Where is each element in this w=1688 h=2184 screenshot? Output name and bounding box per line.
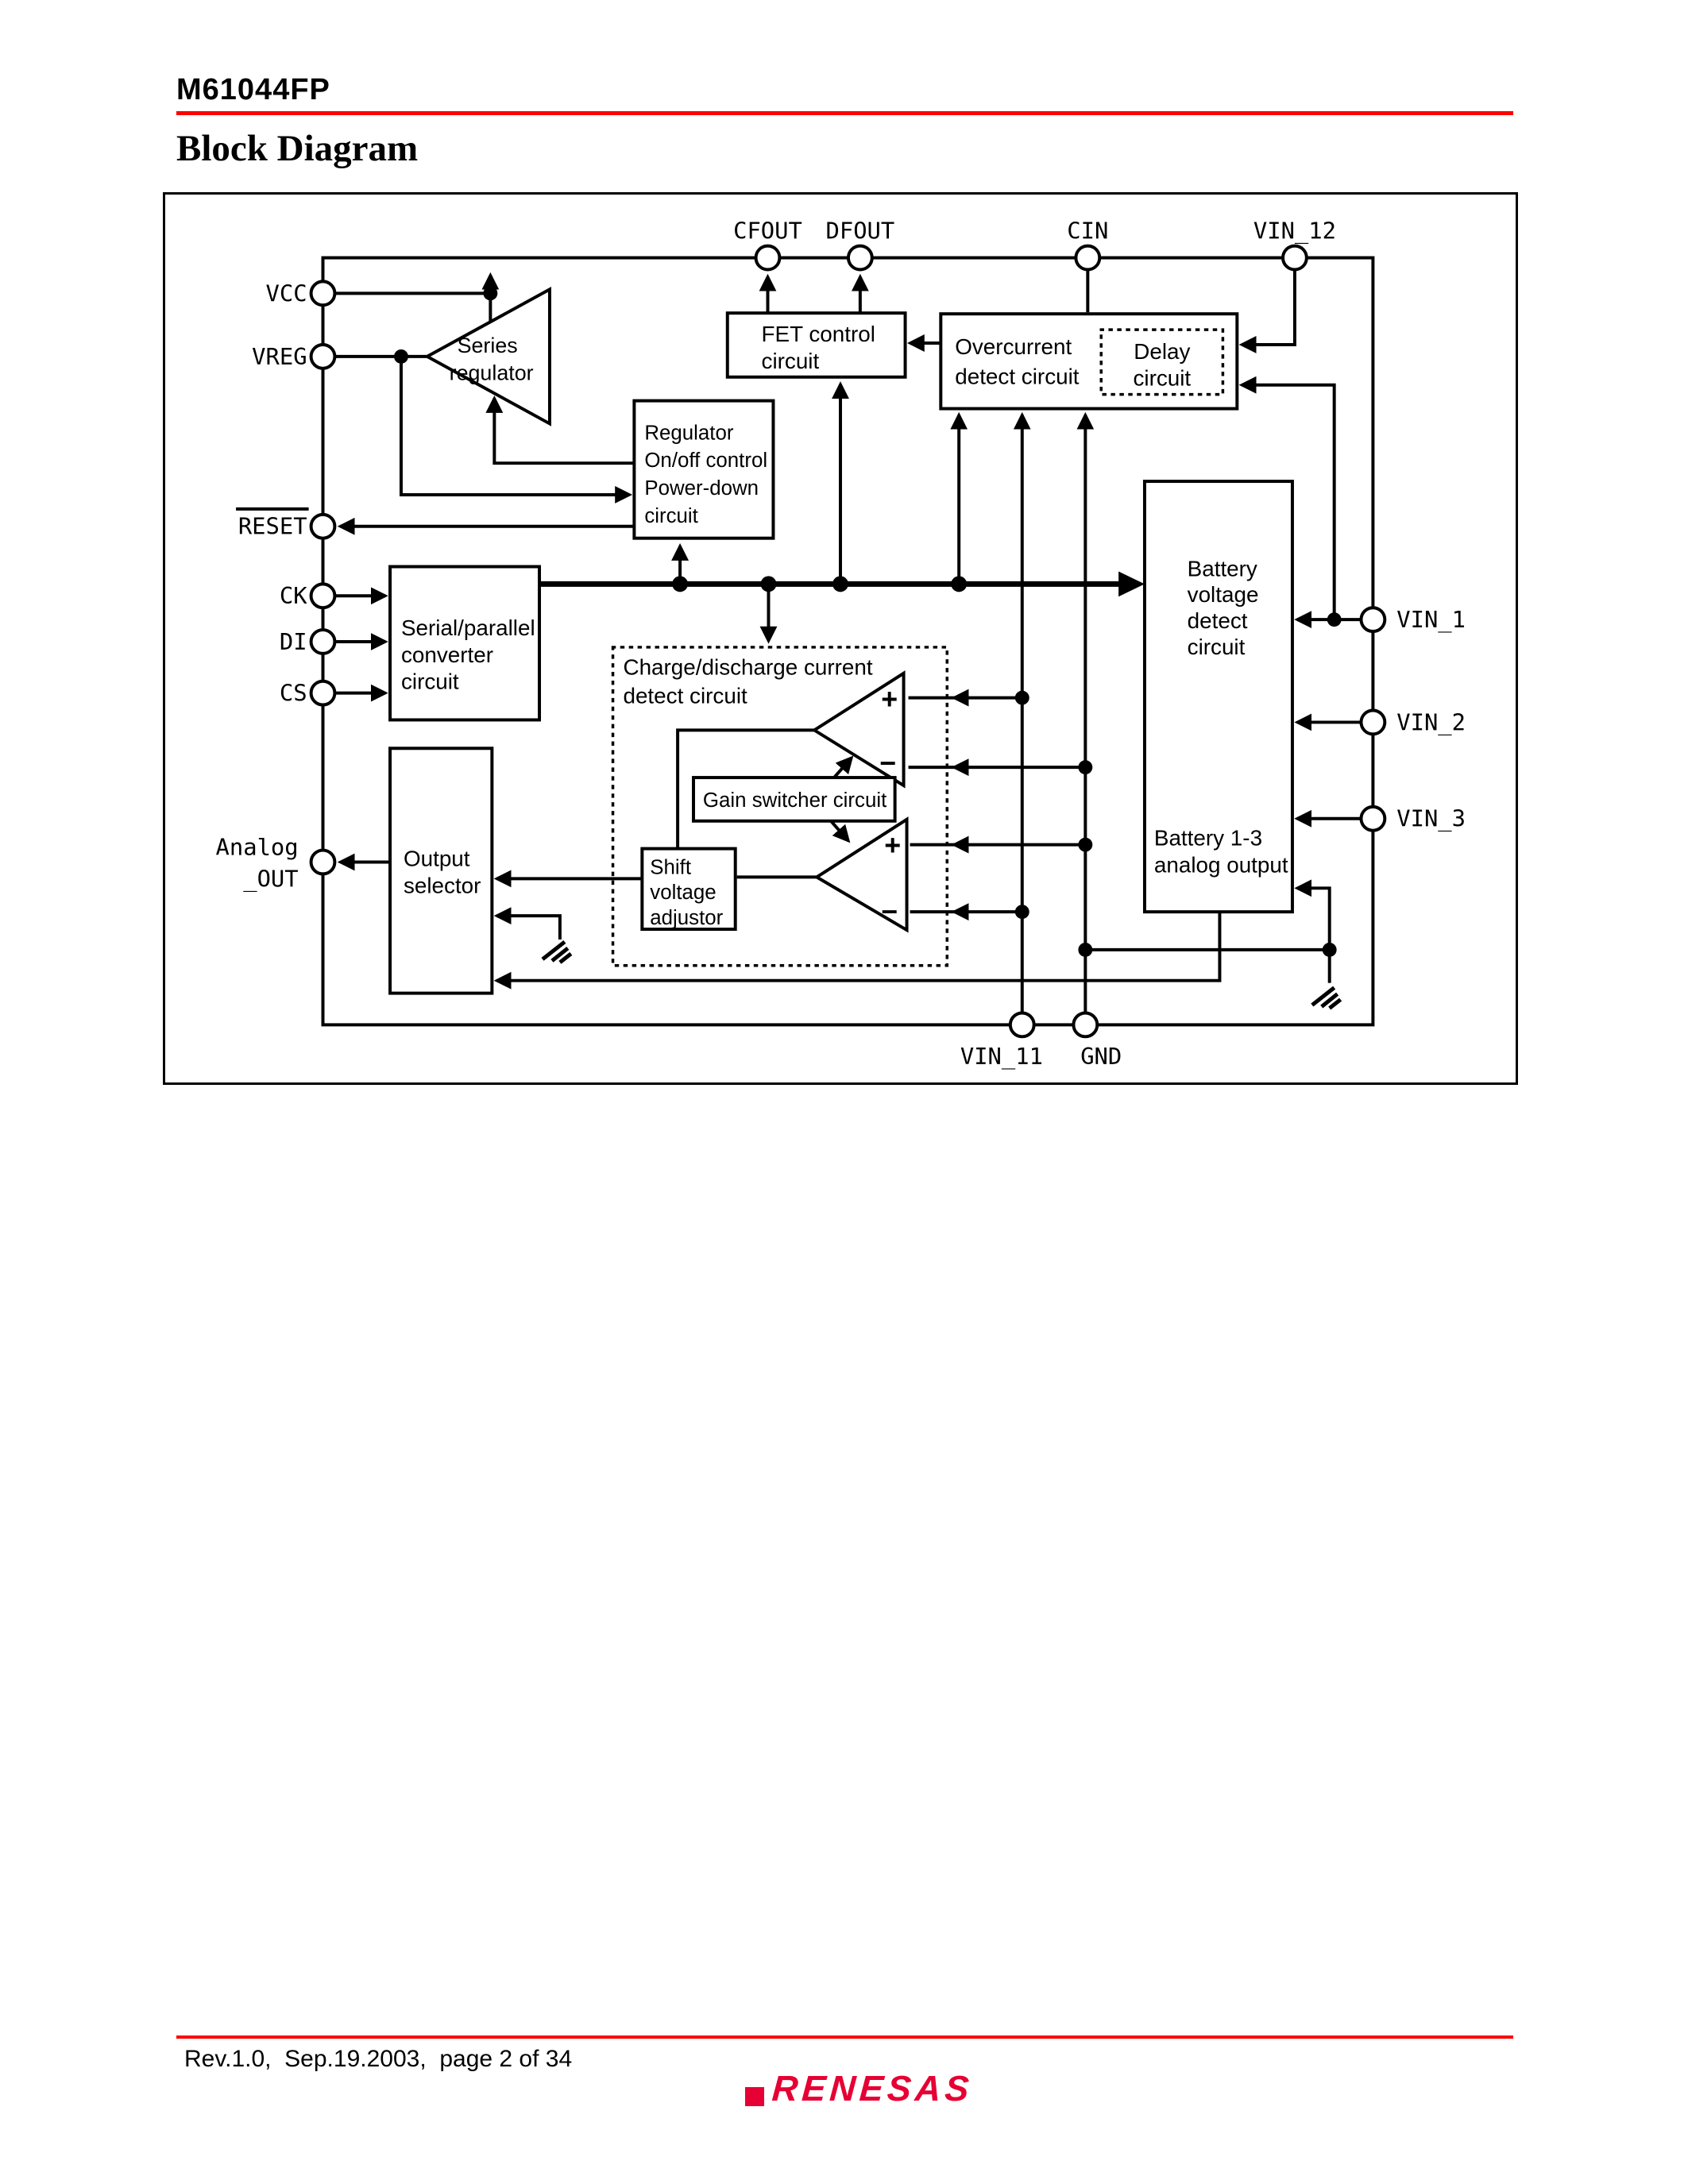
junction-dots xyxy=(394,286,1342,957)
charge-discharge-label: detect circuit xyxy=(623,684,747,708)
regulator-onoff-label: On/off control xyxy=(644,450,767,472)
pin-reset xyxy=(309,512,337,540)
battery-detect-label: voltage xyxy=(1188,582,1259,607)
series-regulator-label: Series xyxy=(458,334,518,357)
regulator-onoff-block xyxy=(632,399,775,540)
pin-di xyxy=(309,628,337,655)
comparator-upper-plus: + xyxy=(881,684,898,716)
delay-block xyxy=(1099,328,1225,396)
pin-vin1 xyxy=(1359,606,1387,634)
pin-gnd xyxy=(1072,1011,1099,1039)
serial-parallel-label: circuit xyxy=(401,669,459,694)
output-selector-block xyxy=(388,747,494,995)
pin-label-vin3: VIN_3 xyxy=(1396,805,1466,833)
battery-detect-label: circuit xyxy=(1188,635,1246,659)
shift-voltage-label: voltage xyxy=(650,882,716,904)
fet-control-label: circuit xyxy=(762,349,820,373)
charge-discharge-block xyxy=(611,646,949,967)
delay-label: circuit xyxy=(1133,366,1191,391)
pin-label-analog-out: _OUT xyxy=(243,865,298,893)
regulator-onoff-label: Regulator xyxy=(644,422,734,444)
battery-detect-block xyxy=(1142,480,1294,914)
fet-control-block xyxy=(725,311,907,379)
pin-label-ck: CK xyxy=(280,582,307,609)
pin-analog-out xyxy=(309,848,337,876)
pin-label-cs: CS xyxy=(280,680,307,707)
pin-vcc xyxy=(309,280,337,307)
pin-labels: CFOUT DFOUT CIN VIN_12 VCC VREG RESET CK… xyxy=(216,218,1466,1071)
pin-label-gnd: GND xyxy=(1080,1043,1122,1070)
pin-vin12 xyxy=(1281,244,1308,272)
serial-parallel-label: Serial/parallel xyxy=(401,615,535,640)
block-diagram-figure: CFOUT DFOUT CIN VIN_12 VCC VREG RESET CK… xyxy=(163,192,1518,1085)
overcurrent-label: Overcurrent xyxy=(955,334,1072,359)
pin-cin xyxy=(1074,244,1102,272)
pin-vin2 xyxy=(1359,708,1387,736)
serial-parallel-label: converter xyxy=(401,642,493,667)
battery-analog-label: Battery 1-3 xyxy=(1154,826,1262,851)
gain-switcher-block xyxy=(692,776,897,823)
overcurrent-label: detect circuit xyxy=(955,365,1080,389)
output-selector-label: selector xyxy=(404,873,481,897)
output-selector-label: Output xyxy=(404,846,470,870)
block-labels: Series regulator Regulator On/off contro… xyxy=(401,322,1288,929)
gain-switcher-label: Gain switcher circuit xyxy=(703,789,886,812)
comparator-lower-minus: − xyxy=(881,896,898,928)
page-title: M61044FP xyxy=(176,73,330,106)
shift-voltage-label: adjustor xyxy=(650,907,723,929)
pin-label-cin: CIN xyxy=(1067,218,1108,245)
pin-cs xyxy=(309,679,337,707)
footer-rule xyxy=(176,2035,1513,2039)
serial-parallel-block xyxy=(388,565,542,722)
pin-label-vcc: VCC xyxy=(266,280,307,307)
ground-symbol xyxy=(1311,986,1342,1010)
pin-vreg xyxy=(309,342,337,370)
pin-label-cfout: CFOUT xyxy=(733,218,802,245)
series-regulator-label: regulator xyxy=(450,361,534,385)
pin-label-di: DI xyxy=(280,628,307,655)
ground-symbol xyxy=(541,940,573,964)
series-regulator-block xyxy=(423,286,551,426)
pin-label-analog: Analog xyxy=(216,834,299,861)
comparator-lower-plus: + xyxy=(884,830,901,862)
pin-label-dfout: DFOUT xyxy=(825,218,894,245)
pin-vin3 xyxy=(1359,805,1387,832)
shift-voltage-label: Shift xyxy=(650,856,691,878)
block-diagram-svg: CFOUT DFOUT CIN VIN_12 VCC VREG RESET CK… xyxy=(216,218,1466,1071)
charge-discharge-label: Charge/discharge current xyxy=(623,655,872,680)
pin-label-vin12: VIN_12 xyxy=(1253,218,1336,245)
comparator-upper xyxy=(811,670,906,789)
footer-revision-text: Rev.1.0, Sep.19.2003, page 2 of 34 xyxy=(184,2046,573,2072)
pin-label-vin1: VIN_1 xyxy=(1396,606,1466,634)
pin-label-vin11: VIN_11 xyxy=(960,1043,1043,1071)
pin-dfout xyxy=(846,244,874,272)
pin-label-reset: RESET xyxy=(238,513,307,540)
regulator-onoff-label: Power-down xyxy=(644,477,759,500)
pin-circles xyxy=(309,244,1387,1039)
pin-label-vin2: VIN_2 xyxy=(1396,708,1466,736)
pin-label-vreg: VREG xyxy=(252,343,307,370)
renesas-logo-mark xyxy=(745,2087,764,2106)
pin-ck xyxy=(309,582,337,610)
battery-detect-label: Battery xyxy=(1188,556,1257,581)
delay-label: Delay xyxy=(1134,339,1190,364)
pin-cfout xyxy=(754,244,782,272)
comparator-lower xyxy=(813,816,909,933)
regulator-onoff-label: circuit xyxy=(644,505,698,527)
pin-vin11 xyxy=(1008,1011,1036,1039)
comparator-upper-minus: − xyxy=(879,747,896,779)
header-rule xyxy=(176,111,1513,115)
section-heading: Block Diagram xyxy=(176,128,419,169)
renesas-logo: RENESAS xyxy=(745,2068,975,2109)
renesas-logo-text: RENESAS xyxy=(771,2068,975,2109)
battery-analog-label: analog output xyxy=(1154,852,1288,877)
battery-detect-label: detect xyxy=(1188,608,1248,633)
shift-voltage-block xyxy=(640,847,737,932)
fet-control-label: FET control xyxy=(762,322,875,346)
